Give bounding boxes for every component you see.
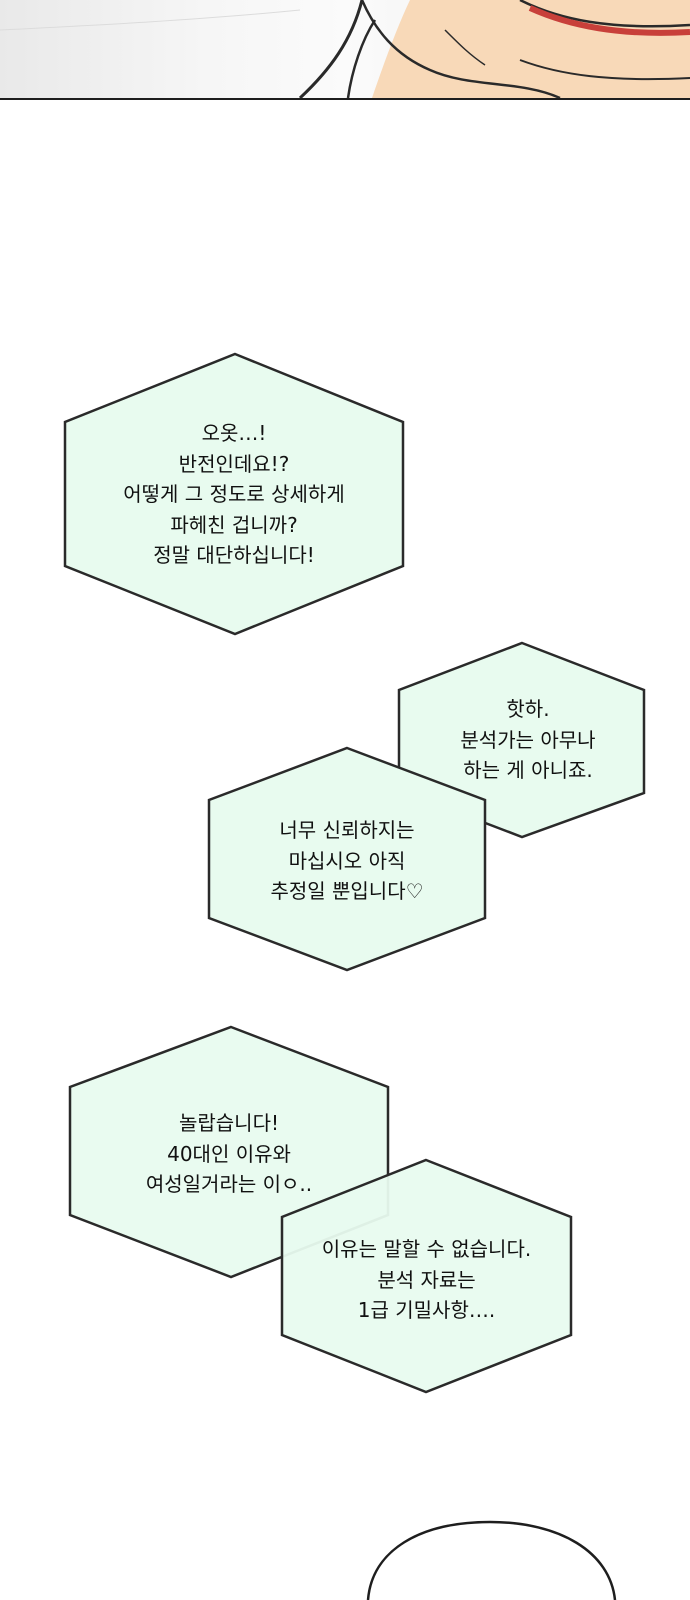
speech-line: 파헤친 겁니까? — [170, 512, 298, 537]
speech-line: 어떻게 그 정도로 상세하게 — [123, 482, 345, 506]
speech-line: 40대인 이유와 — [167, 1141, 291, 1166]
speech-bubble-3 — [207, 746, 487, 972]
speech-bubble-2-text: 핫하. 분석가는 아무나 하는 게 아니죠. — [412, 694, 644, 786]
speech-line: 놀랍습니다! — [178, 1111, 280, 1135]
speech-bubble-2 — [397, 641, 646, 839]
top-comic-panel — [0, 0, 690, 100]
speech-bubble-1 — [63, 352, 405, 636]
speech-line: 오옷…! — [201, 421, 267, 445]
next-panel-fragment — [366, 1520, 617, 1600]
speech-line: 추정일 뿐입니다♡ — [270, 879, 424, 903]
speech-line: 핫하. — [506, 697, 550, 721]
speech-line: 여성일거라는 이ㅇ.. — [145, 1172, 313, 1196]
character-face-illustration — [0, 0, 690, 98]
speech-line: 마십시오 아직 — [288, 848, 406, 873]
speech-line: 분석 자료는 — [377, 1267, 476, 1292]
speech-bubble-1-text: 오옷…! 반전인데요!? 어떻게 그 정도로 상세하게 파헤친 겁니까? 정말 … — [65, 418, 403, 571]
speech-line: 정말 대단하십니다! — [153, 543, 315, 567]
speech-bubble-4-text: 놀랍습니다! 40대인 이유와 여성일거라는 이ㅇ.. — [70, 1108, 388, 1200]
speech-line: 1급 기밀사항…. — [357, 1298, 496, 1322]
speech-line: 하는 게 아니죠. — [463, 758, 593, 782]
speech-line: 분석가는 아무나 — [460, 727, 596, 752]
speech-line: 이유는 말할 수 없습니다. — [321, 1237, 532, 1261]
speech-line: 반전인데요!? — [178, 451, 290, 476]
speech-bubble-5-text: 이유는 말할 수 없습니다. 분석 자료는 1급 기밀사항…. — [282, 1234, 571, 1326]
speech-line: 너무 신뢰하지는 — [279, 818, 415, 842]
speech-bubble-5 — [280, 1158, 573, 1394]
speech-bubble-3-text: 너무 신뢰하지는 마십시오 아직 추정일 뿐입니다♡ — [209, 815, 485, 907]
